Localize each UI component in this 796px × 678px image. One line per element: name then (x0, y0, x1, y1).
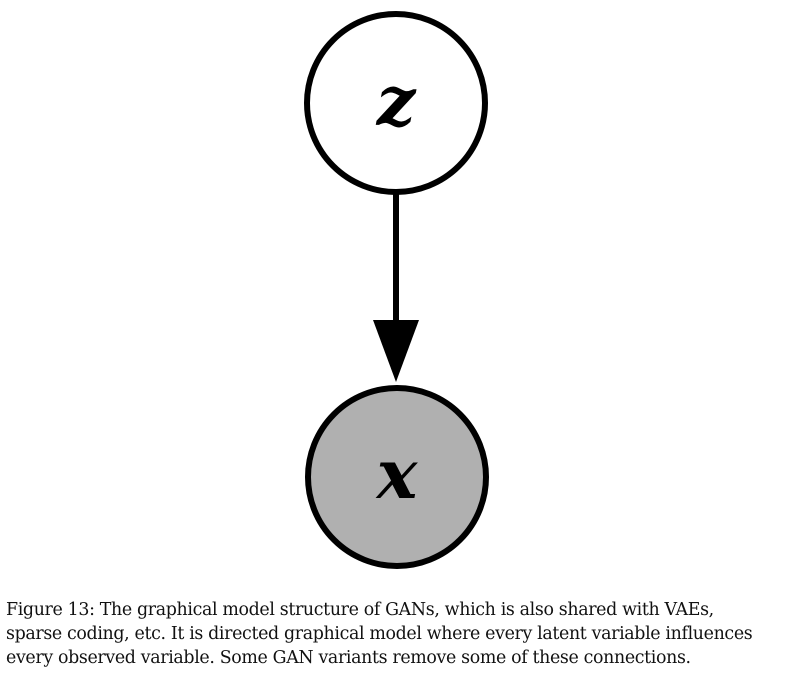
node-x: x (305, 385, 489, 569)
edge-z-to-x (373, 193, 419, 382)
node-z-label: z (376, 62, 417, 142)
graphical-model-diagram: z x (304, 11, 489, 569)
caption-line: sparse coding, etc. It is directed graph… (6, 624, 753, 644)
caption-line: every observed variable. Some GAN varian… (6, 648, 691, 668)
arrowhead-icon (373, 320, 419, 382)
caption-line: Figure 13: The graphical model structure… (6, 600, 714, 620)
node-z-circle (304, 11, 488, 195)
figure-caption: Figure 13: The graphical model structure… (6, 598, 796, 670)
node-x-label: x (375, 435, 419, 515)
node-x-circle (305, 385, 489, 569)
node-z: z (304, 11, 488, 195)
